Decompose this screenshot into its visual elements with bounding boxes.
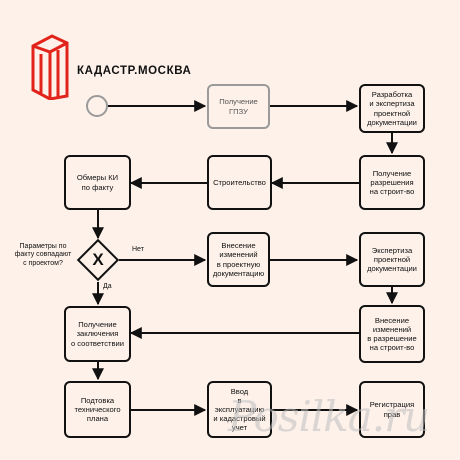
- brand-name: КАДАСТР.МОСКВА: [77, 65, 192, 77]
- gateway-x-icon: X: [92, 250, 104, 269]
- start-event: [86, 95, 108, 117]
- task-technical-plan: Подтовка технического плана: [64, 381, 131, 438]
- task-construction: Строительство: [207, 155, 272, 210]
- gateway-no-label: Нет: [132, 246, 144, 253]
- task-registration: Регистрация прав: [359, 381, 425, 438]
- gateway-yes-label: Да: [103, 283, 112, 290]
- task-changes-permit: Внесение изменений в разрешение на строи…: [359, 305, 425, 363]
- task-expertise: Экспертиза проектной документации: [359, 232, 425, 287]
- task-changes-project-docs: Внесение изменений в проектную документа…: [207, 232, 270, 287]
- kadastr-logo-icon: [31, 34, 69, 100]
- task-measurements: Обмеры КИ по факту: [64, 155, 131, 210]
- gateway-question: Параметры по факту совпадают с проектом?: [14, 243, 72, 267]
- task-commissioning: Ввод в эксплуатацию и кадастровый учет: [207, 381, 272, 438]
- task-gpzu: Получение ГПЗУ: [207, 84, 270, 129]
- task-project-development: Разработка и экспертиза проектной докуме…: [359, 84, 425, 133]
- task-construction-permit: Получение разрешения на строит-во: [359, 155, 425, 210]
- task-conformity: Получение заключения о соответствии: [64, 306, 131, 362]
